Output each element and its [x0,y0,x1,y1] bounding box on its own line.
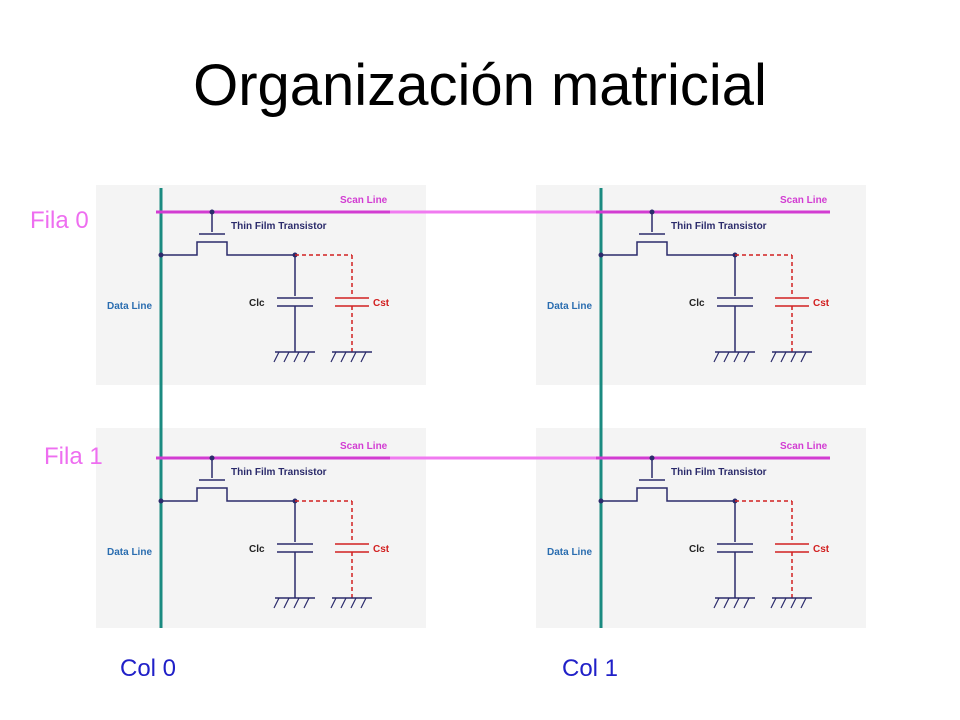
ground-hatch [283,597,290,609]
data-line-label: Data Line [107,547,152,558]
tft-channel [601,241,735,256]
page-title: Organización matricial [193,53,767,118]
ground-hatch [350,351,357,363]
ground-hatch [723,597,730,609]
data-line-label: Data Line [547,547,592,558]
ground-hatch [303,597,310,609]
ground-hatch [743,597,750,609]
cst-label: Cst [813,298,830,309]
scan-line-label: Scan Line [780,441,828,452]
tft-label: Thin Film Transistor [671,221,767,232]
cell-bg [96,428,426,628]
data-line-label: Data Line [547,301,592,312]
data-node [598,498,604,504]
tft-channel [161,487,295,502]
ground-hatch [790,351,797,363]
clc-label: Clc [249,298,265,309]
ground-hatch [283,351,290,363]
clc-label: Clc [249,544,265,555]
data-node [158,498,164,504]
col-label-1: Col 1 [562,655,618,682]
data-node [598,252,604,258]
clc-label: Clc [689,544,705,555]
ground-hatch [273,597,280,609]
ground-hatch [303,351,310,363]
ground-hatch [350,597,357,609]
ground-hatch [770,351,777,363]
tft-label: Thin Film Transistor [671,467,767,478]
ground-hatch [770,597,777,609]
cell-bg [536,428,866,628]
ground-hatch [330,597,337,609]
data-line-label: Data Line [107,301,152,312]
cell-bg [96,185,426,385]
col-label-0: Col 0 [120,655,176,682]
scan-line-label: Scan Line [340,195,388,206]
ground-hatch [293,351,300,363]
ground-hatch [340,351,347,363]
cst-label: Cst [813,544,830,555]
ground-hatch [713,351,720,363]
tft-channel [161,241,295,256]
ground-hatch [800,597,807,609]
ground-hatch [733,597,740,609]
ground-hatch [790,597,797,609]
scan-line-label: Scan Line [340,441,388,452]
ground-hatch [340,597,347,609]
ground-hatch [713,597,720,609]
tft-channel [601,487,735,502]
ground-hatch [780,597,787,609]
scan-line-label: Scan Line [780,195,828,206]
ground-hatch [273,351,280,363]
data-node [158,252,164,258]
ground-hatch [743,351,750,363]
ground-hatch [800,351,807,363]
clc-label: Clc [689,298,705,309]
row-label-1: Fila 1 [44,443,103,470]
cell-bg [536,185,866,385]
cst-label: Cst [373,298,390,309]
tft-label: Thin Film Transistor [231,221,327,232]
row-label-0: Fila 0 [30,207,89,234]
ground-hatch [733,351,740,363]
ground-hatch [780,351,787,363]
cst-label: Cst [373,544,390,555]
ground-hatch [293,597,300,609]
ground-hatch [330,351,337,363]
ground-hatch [723,351,730,363]
tft-label: Thin Film Transistor [231,467,327,478]
ground-hatch [360,597,367,609]
ground-hatch [360,351,367,363]
